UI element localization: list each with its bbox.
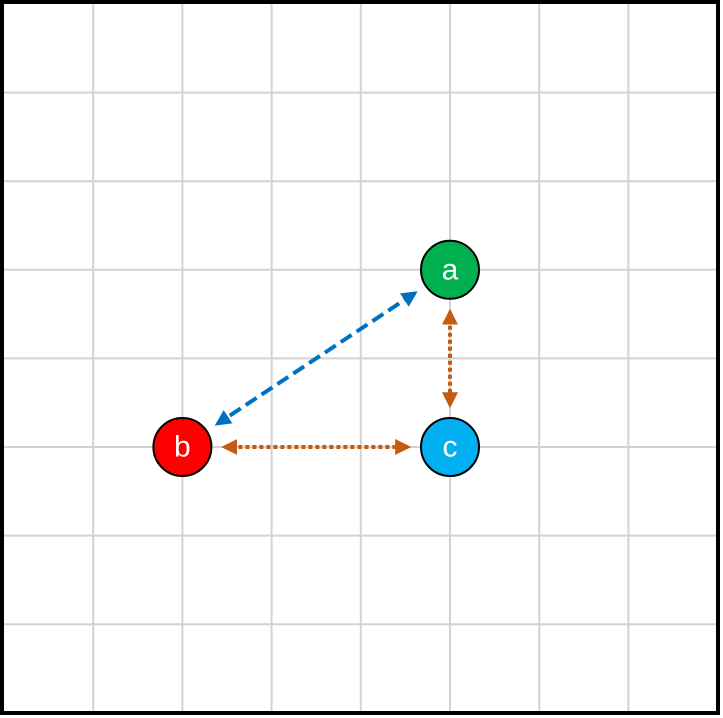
node-circle-c	[420, 417, 480, 477]
node-a: a	[420, 239, 480, 300]
node-label-a: a	[442, 253, 459, 286]
node-b: b	[152, 417, 213, 477]
node-circle-a	[420, 239, 480, 300]
node-circle-b	[152, 417, 213, 477]
node-c: c	[420, 417, 480, 477]
node-label-b: b	[174, 431, 191, 464]
node-label-c: c	[443, 431, 458, 464]
nodes: a b c	[152, 239, 480, 477]
edges	[214, 291, 458, 455]
edge-a-b	[214, 291, 418, 426]
